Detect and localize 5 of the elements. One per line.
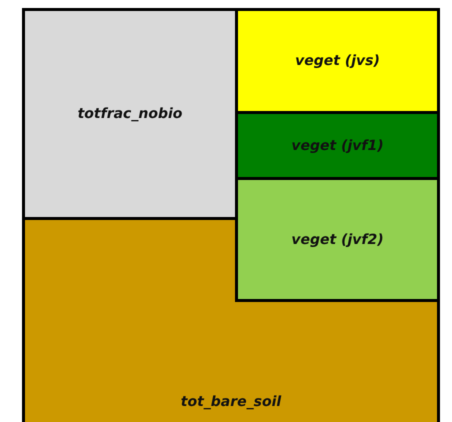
region-label: veget (jvf2): [291, 232, 384, 248]
region-label: veget (jvf1): [291, 138, 384, 154]
region-label: totfrac_nobio: [78, 106, 182, 122]
region-label: veget (jvs): [295, 53, 380, 69]
region-label: tot_bare_soil: [180, 394, 282, 410]
